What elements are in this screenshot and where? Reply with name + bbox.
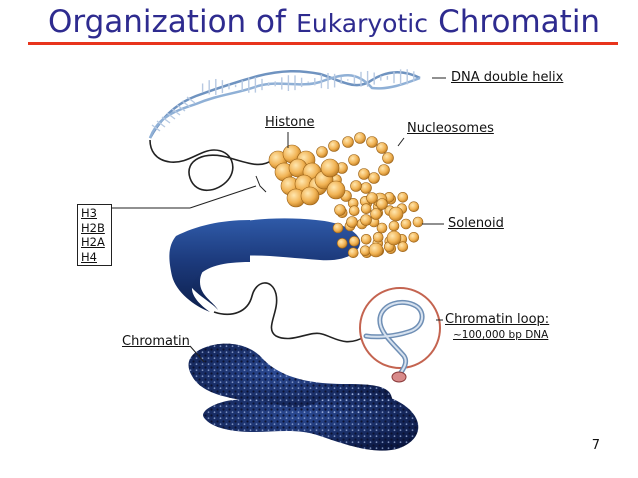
- label-chromatin-loop: Chromatin loop:: [445, 312, 550, 327]
- histone-item: H3: [81, 206, 97, 220]
- page-number: 7: [591, 438, 600, 453]
- histone-item: H2A: [81, 235, 105, 249]
- label-chromatin: Chromatin: [122, 334, 190, 349]
- linker-dna: [149, 139, 273, 192]
- label-chromatin-loop-detail: ~100,000 bp DNA: [453, 329, 549, 341]
- leader-lines: [112, 77, 446, 363]
- label-histone: Histone: [265, 115, 315, 130]
- title-underline: [28, 42, 618, 45]
- chromatin-chromosome: [188, 343, 419, 451]
- label-solenoid: Solenoid: [448, 216, 504, 231]
- chromatin-loop-inset: [359, 287, 441, 383]
- label-dna-double-helix: DNA double helix: [451, 70, 564, 85]
- chromatin-thread: [213, 282, 367, 343]
- histone-list-box: H3 H2B H2A H4: [77, 204, 112, 266]
- page-title: Organization of Eukaryotic Chromatin: [48, 4, 601, 40]
- label-nucleosomes: Nucleosomes: [407, 121, 494, 136]
- dna-double-helix: [148, 69, 421, 139]
- solenoid-fiber: [169, 218, 361, 312]
- histone-item: H2B: [81, 220, 105, 235]
- histone-octamer: [268, 144, 346, 208]
- histone-item: H4: [81, 249, 97, 264]
